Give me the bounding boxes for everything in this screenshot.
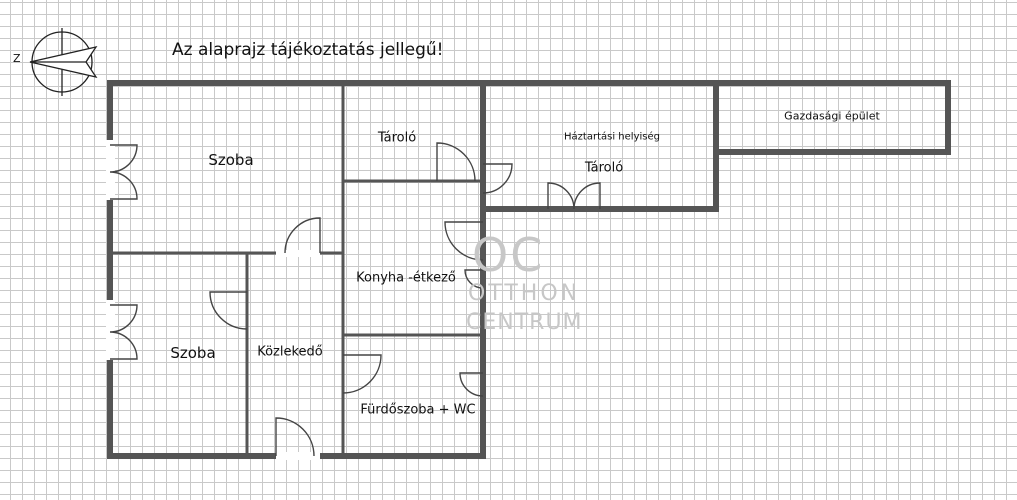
room-label-tarolo-2: Tároló [584, 160, 624, 176]
door-szoba1-west [109, 144, 138, 200]
door-furdo-west [342, 354, 382, 394]
door-konyha-east-2 [464, 269, 484, 289]
door-gap-szoba1-bottom [276, 250, 320, 257]
compass-letter: Z [13, 52, 21, 65]
door-szoba2-inner [209, 291, 248, 330]
watermark-line2: CENTRUM [466, 310, 583, 335]
room-label-tarolo-1: Tároló [377, 130, 417, 146]
door-szoba1-bottom [284, 217, 321, 254]
room-label-konyha-etkezo: Konyha -étkező [356, 270, 456, 286]
room-label-szoba-2: Szoba [170, 344, 216, 362]
door-kozlekedo-bottom [275, 417, 315, 457]
room-label-szoba-1: Szoba [208, 151, 254, 169]
room-label-kozlekedo: Közlekedő [257, 344, 323, 360]
outer-wall-main [107, 80, 486, 459]
compass-icon [29, 28, 98, 96]
door-szoba2-west [109, 304, 138, 360]
watermark-line1: OTTHON [468, 281, 581, 306]
door-gap-kozlekedo-bottom [276, 452, 320, 460]
door-haztartasi-bottom [547, 182, 601, 210]
door-haztartasi-entry [482, 163, 513, 194]
watermark-logo: OC [472, 228, 545, 282]
room-label-gazdasagi-epulet: Gazdasági épület [784, 109, 880, 123]
outer-wall-outbuilding [713, 80, 951, 155]
door-gap-szoba2-west [106, 300, 115, 360]
room-label-haztartasi-helyiseg: Háztartási helyiség [564, 131, 660, 143]
door-konyha-east [444, 221, 484, 261]
door-gap-szoba1-west [106, 140, 115, 200]
door-tarolo [436, 142, 476, 182]
door-furdo-east [459, 372, 484, 397]
plan-disclaimer-title: Az alaprajz tájékoztatás jellegű! [172, 40, 444, 60]
room-label-furdoszoba-wc: Fürdőszoba + WC [360, 402, 476, 418]
